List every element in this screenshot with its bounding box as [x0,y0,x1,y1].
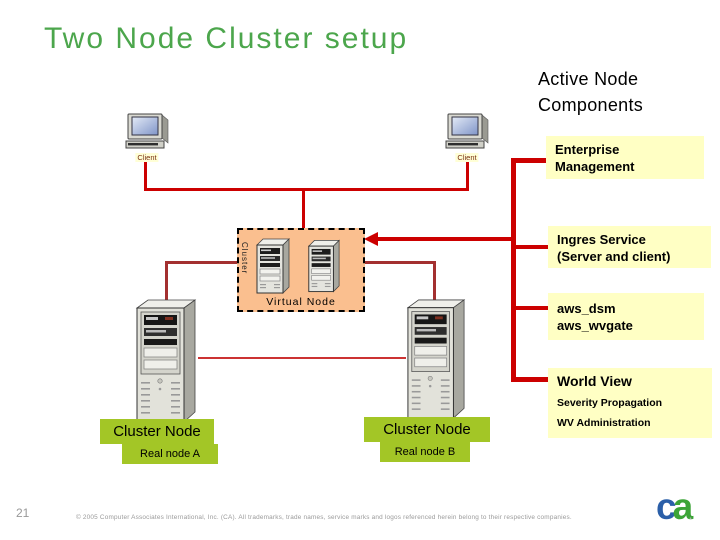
virtual-node-side-label: Cluster [240,242,249,275]
worldview-box: World View Severity Propagation WV Admin… [548,368,712,438]
enterprise-stub-line [514,158,546,163]
ca-logo-dot: . [689,511,692,522]
bus-to-virtual-line [377,237,513,241]
aws-box: aws_dsm aws_wvgate [548,293,704,340]
real-node-b-label: Real node B [380,442,470,462]
worldview-stub-line [511,377,548,382]
ingres-line-1: Ingres Service [557,232,646,247]
server-icon [307,239,341,293]
worldview-title: World View [557,373,632,389]
client-label: Client [135,153,159,162]
slide-title: Two Node Cluster setup [44,22,409,55]
client-icon [445,113,489,149]
cluster-node-a-label: Cluster Node [100,419,214,444]
ca-logo: ca. [656,486,693,536]
cluster-node-b-label: Cluster Node [364,417,490,442]
heading-line-2: Components [538,95,644,115]
client-icon [125,113,169,149]
branch-left-vertical [165,261,168,303]
tower-icon [406,299,466,419]
enterprise-line-2: Management [555,159,635,174]
virtual-node-drop-line [302,190,305,228]
aws-line-1: aws_dsm [557,301,616,316]
components-bus-line [511,158,516,382]
aws-line-2: aws_wvgate [557,318,633,333]
ingres-service-box: Ingres Service (Server and client) [548,226,711,268]
ca-logo-c: c [656,486,676,527]
branch-right-horizontal [365,261,436,264]
virtual-node-box: Cluster [237,228,365,312]
clients-horizontal-line [144,188,469,191]
client-label: Client [455,153,479,162]
page-number: 21 [16,506,30,520]
ingres-stub-line [514,245,548,249]
left-arrow-icon [364,232,378,246]
enterprise-line-1: Enterprise [555,142,620,157]
enterprise-management-box: Enterprise Management [546,136,704,179]
branch-right-vertical [433,261,436,303]
ca-logo-a: a [672,486,693,527]
heading-line-1: Active Node [538,69,639,89]
real-node-a-label: Real node A [122,444,218,464]
aws-stub-line [514,306,548,310]
server-icon [256,238,290,294]
right-client-drop-line [466,161,469,190]
worldview-item-2: WV Administration [557,417,651,429]
copyright-text: © 2005 Computer Associates International… [76,514,572,521]
ingres-line-2: (Server and client) [557,249,671,264]
active-node-components-heading: Active Node Components [538,66,643,118]
branch-left-horizontal [165,261,237,264]
worldview-item-1: Severity Propagation [557,397,663,409]
cluster-interconnect-line [198,357,406,359]
virtual-node-label: Virtual Node [266,296,336,308]
left-client-drop-line [144,161,147,190]
tower-icon [135,299,197,423]
